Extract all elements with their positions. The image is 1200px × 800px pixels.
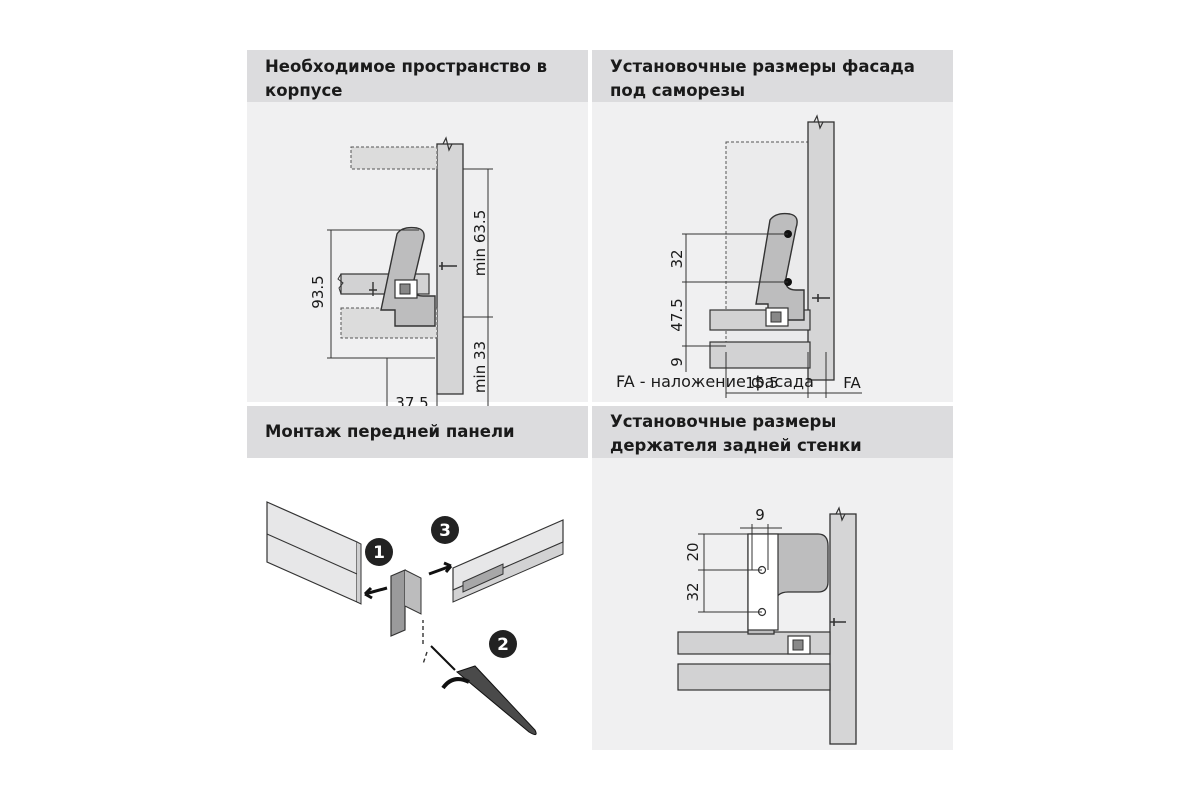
overlay-caption: FA - наложение фасада <box>616 372 814 391</box>
dimension-bottom-clearance: min 33 <box>471 341 489 393</box>
bracket-clip-detail <box>399 283 411 295</box>
dimension-lines <box>682 233 862 398</box>
dimension-overlay: FA <box>843 374 861 392</box>
lower-board <box>677 663 831 691</box>
dimension-hole-spacing: 32 <box>668 249 686 268</box>
holder-plate <box>747 533 779 631</box>
side-wall <box>807 121 835 381</box>
front-connector-side <box>404 569 422 615</box>
panel-title: Установочные размеры держателя задней ст… <box>610 410 862 458</box>
title-line-2: держателя задней стенки <box>610 436 862 455</box>
break-mark <box>442 136 453 152</box>
screwdriver-shaft <box>430 645 456 671</box>
title-line-2: под саморезы <box>610 81 746 100</box>
rail-slot <box>462 563 504 593</box>
panel-title: Монтаж передней панели <box>265 422 515 441</box>
break-mark <box>813 114 824 130</box>
step-badge-2: 2 <box>489 630 517 658</box>
panel-cabinet-space: Необходимое пространство в корпусе <box>247 50 588 422</box>
svg-text:2: 2 <box>497 635 509 655</box>
profile-groove <box>266 533 358 575</box>
lower-board <box>709 341 811 369</box>
holder-clip-detail <box>792 639 804 651</box>
panel-header: Установочные размеры держателя задней ст… <box>592 406 953 458</box>
dimension-height: 93.5 <box>309 275 327 308</box>
panel-header: Необходимое пространство в корпусе <box>247 50 588 102</box>
svg-text:1: 1 <box>373 543 385 563</box>
screw <box>369 282 377 296</box>
panel-header: Монтаж передней панели <box>247 406 588 458</box>
dimension-top-clearance: min 63.5 <box>471 210 489 276</box>
panel-title: Необходимое пространство в корпусе <box>265 55 547 103</box>
screw <box>830 618 846 626</box>
cabinet-space-diagram: 93.5 min 63.5 min 33 37.5 <box>309 136 493 422</box>
break-mark <box>337 273 344 295</box>
profile-edge <box>356 541 362 605</box>
right-rail-lower <box>452 541 564 603</box>
front-connector <box>390 569 406 637</box>
upper-drawer-outline <box>350 146 438 170</box>
panel-title: Установочные размеры фасада под саморезы <box>610 55 915 103</box>
panel-front-installation: Установочные размеры фасада под саморезы <box>592 50 953 402</box>
panel-front-panel-mounting: Монтаж передней панели 1 2 3 <box>247 406 588 750</box>
screw <box>812 294 830 302</box>
arrow-left-icon <box>363 586 388 600</box>
screwdriver-icon <box>455 665 537 736</box>
dimension-hole-height: 47.5 <box>668 298 686 331</box>
front-installation-diagram: 32 47.5 9 15.5 FA <box>668 114 862 398</box>
title-line-1: Установочные размеры фасада <box>610 57 915 76</box>
cabinet-wall <box>436 143 464 395</box>
svg-text:3: 3 <box>439 521 451 541</box>
dimension-bottom-offset: 9 <box>668 357 686 367</box>
bracket-clip-detail <box>770 311 782 323</box>
title-line-1: Установочные размеры <box>610 412 837 431</box>
break-mark <box>835 506 846 522</box>
screw <box>439 262 457 270</box>
arrow-right-icon <box>428 561 453 576</box>
drawer-side-profile <box>266 501 358 603</box>
step-badge-1: 1 <box>365 538 393 566</box>
screw-path <box>422 620 428 665</box>
rotate-icon <box>441 677 470 690</box>
front-panel-mounting-diagram: 1 2 3 <box>266 501 564 736</box>
dimension-horizontal: 9 <box>755 506 765 524</box>
front-bracket <box>380 226 436 327</box>
back-wall-holder-diagram: 9 20 32 <box>677 506 857 745</box>
dimension-spacing: 32 <box>684 582 702 601</box>
title-line-2: корпусе <box>265 81 343 100</box>
dimension-side-offset: 15.5 <box>745 374 778 392</box>
panel-header: Установочные размеры фасада под саморезы <box>592 50 953 102</box>
step-badge-3: 3 <box>431 516 459 544</box>
dimension-lines <box>698 524 782 613</box>
front-bracket <box>755 212 805 321</box>
title-line-1: Необходимое пространство в <box>265 57 548 76</box>
back-wall <box>829 513 857 745</box>
panel-back-wall-holder: Установочные размеры держателя задней ст… <box>592 406 953 750</box>
dimension-top: 20 <box>684 542 702 561</box>
